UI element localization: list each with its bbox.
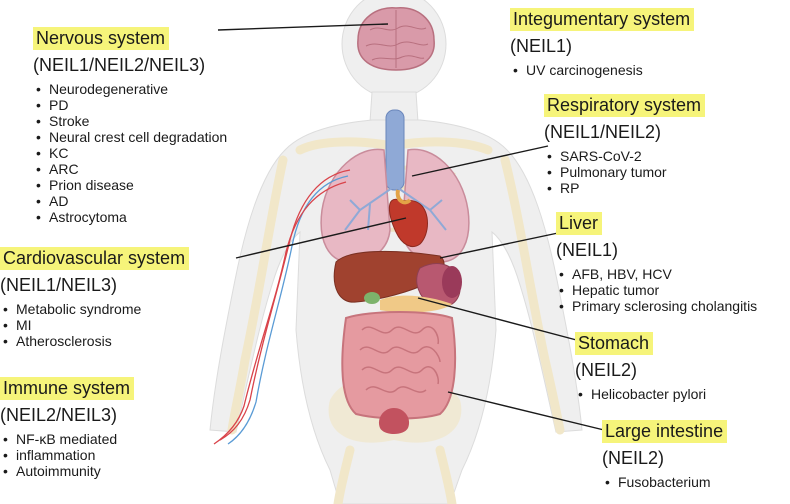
cardiovascular-system-genes: (NEIL1/NEIL3) xyxy=(0,275,118,295)
disease-item: Atherosclerosis xyxy=(0,333,189,349)
liver-block: Liver (NEIL1) AFB, HBV, HCV Hepatic tumo… xyxy=(556,212,757,314)
disease-item: AD xyxy=(33,193,227,209)
bladder xyxy=(378,408,410,434)
heart xyxy=(388,198,428,247)
liver-genes: (NEIL1) xyxy=(556,240,619,260)
stomach-disease-list: Helicobacter pylori xyxy=(575,386,706,402)
trachea xyxy=(385,109,405,191)
disease-item: Stroke xyxy=(33,113,227,129)
disease-item: Pulmonary tumor xyxy=(544,164,705,180)
large-intestine-title: Large intestine xyxy=(602,420,728,443)
immune-system-title: Immune system xyxy=(0,377,135,400)
cardiovascular-system-disease-list: Metabolic syndrome MI Atherosclerosis xyxy=(0,301,189,349)
small-intestine-coils xyxy=(359,326,441,393)
aorta xyxy=(395,189,412,205)
disease-item: Neurodegenerative xyxy=(33,81,227,97)
large-intestine-block: Large intestine (NEIL2) Fusobacterium xyxy=(602,420,728,490)
stomach-block: Stomach (NEIL2) Helicobacter pylori xyxy=(575,332,706,402)
liver-title: Liver xyxy=(556,212,603,235)
immune-system-genes: (NEIL2/NEIL3) xyxy=(0,405,118,425)
disease-item: Astrocytoma xyxy=(33,209,227,225)
disease-item: Metabolic syndrome xyxy=(0,301,189,317)
large-intestine-disease-list: Fusobacterium xyxy=(602,474,727,490)
disease-item-continued: inflammation xyxy=(0,447,134,463)
integumentary-system-block: Integumentary system (NEIL1) UV carcinog… xyxy=(510,8,695,78)
cardiovascular-system-block: Cardiovascular system (NEIL1/NEIL3) Meta… xyxy=(0,247,190,349)
nervous-system-genes: (NEIL1/NEIL2/NEIL3) xyxy=(33,55,206,75)
disease-item: MI xyxy=(0,317,189,333)
disease-item: RP xyxy=(544,180,705,196)
disease-item: AFB, HBV, HCV xyxy=(556,266,757,282)
disease-item: SARS-CoV-2 xyxy=(544,148,705,164)
large-intestine-genes: (NEIL2) xyxy=(602,448,665,468)
disease-item: Helicobacter pylori xyxy=(575,386,706,402)
integumentary-system-disease-list: UV carcinogenesis xyxy=(510,62,694,78)
disease-item: Primary sclerosing cholangitis xyxy=(556,298,757,314)
disease-item: Autoimmunity xyxy=(0,463,134,479)
disease-item: Fusobacterium xyxy=(602,474,727,490)
pointer-lines xyxy=(217,23,605,431)
arm-vessels xyxy=(213,169,351,445)
disease-item: Hepatic tumor xyxy=(556,282,757,298)
nervous-system-title: Nervous system xyxy=(33,27,170,50)
liver-disease-list: AFB, HBV, HCV Hepatic tumor Primary scle… xyxy=(556,266,757,314)
immune-system-disease-list: NF-κB mediated inflammation Autoimmunity xyxy=(0,431,134,479)
respiratory-system-disease-list: SARS-CoV-2 Pulmonary tumor RP xyxy=(544,148,705,196)
integumentary-system-title: Integumentary system xyxy=(510,8,695,31)
cardiovascular-system-title: Cardiovascular system xyxy=(0,247,190,270)
respiratory-system-block: Respiratory system (NEIL1/NEIL2) SARS-Co… xyxy=(544,94,706,196)
disease-item: NF-κB mediated xyxy=(0,431,134,447)
disease-item: Neural crest cell degradation xyxy=(33,129,227,145)
skeleton xyxy=(227,137,565,504)
nervous-system-disease-list: Neurodegenerative PD Stroke Neural crest… xyxy=(33,81,227,225)
kidney xyxy=(442,266,462,298)
pancreas xyxy=(380,295,452,313)
stomach-title: Stomach xyxy=(575,332,654,355)
respiratory-system-genes: (NEIL1/NEIL2) xyxy=(544,122,662,142)
nervous-system-block: Nervous system (NEIL1/NEIL2/NEIL3) Neuro… xyxy=(33,27,227,225)
respiratory-system-title: Respiratory system xyxy=(544,94,706,117)
gallbladder xyxy=(364,292,380,304)
disease-item: Prion disease xyxy=(33,177,227,193)
large-intestine-organ xyxy=(341,311,457,420)
disease-item: UV carcinogenesis xyxy=(510,62,694,78)
disease-item: ARC xyxy=(33,161,227,177)
disease-item: PD xyxy=(33,97,227,113)
disease-item: KC xyxy=(33,145,227,161)
integumentary-system-genes: (NEIL1) xyxy=(510,36,573,56)
immune-system-block: Immune system (NEIL2/NEIL3) NF-κB mediat… xyxy=(0,377,135,479)
brain-folds xyxy=(365,10,429,68)
stomach-genes: (NEIL2) xyxy=(575,360,638,380)
